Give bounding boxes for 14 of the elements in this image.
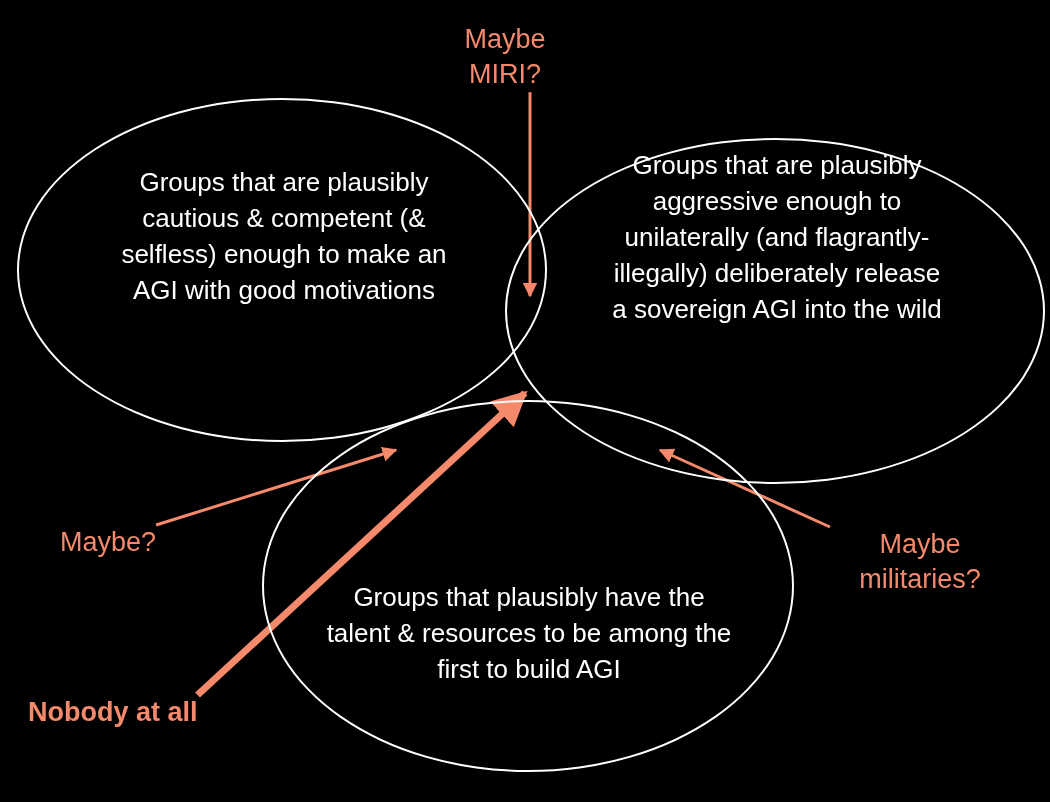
leader-arrow [658, 448, 831, 529]
leader-arrow [522, 92, 538, 298]
leader-arrow [155, 446, 398, 527]
venn-ellipse [17, 98, 547, 442]
callout-text: Nobody at all [28, 695, 198, 731]
callout-text: Maybe militaries? [830, 527, 1010, 598]
leader-arrow [195, 390, 528, 698]
ellipse-label: Groups that are plausibly aggressive enough to unilaterally (and flagrantly-illegally) deliberately release a sovereign AGI into the wild [612, 149, 942, 326]
callout-text: Maybe? [60, 525, 157, 561]
venn-ellipse [505, 138, 1045, 484]
ellipse-label: Groups that plausibly have the talent & resources to be among the first to build AGI [325, 581, 733, 686]
ellipse-label: Groups that are plausibly cautious & competent (& selfless) enough to make an AGI with good motivations [120, 166, 448, 307]
callout-text: Maybe MIRI? [440, 22, 570, 93]
venn-ellipse [262, 400, 794, 772]
